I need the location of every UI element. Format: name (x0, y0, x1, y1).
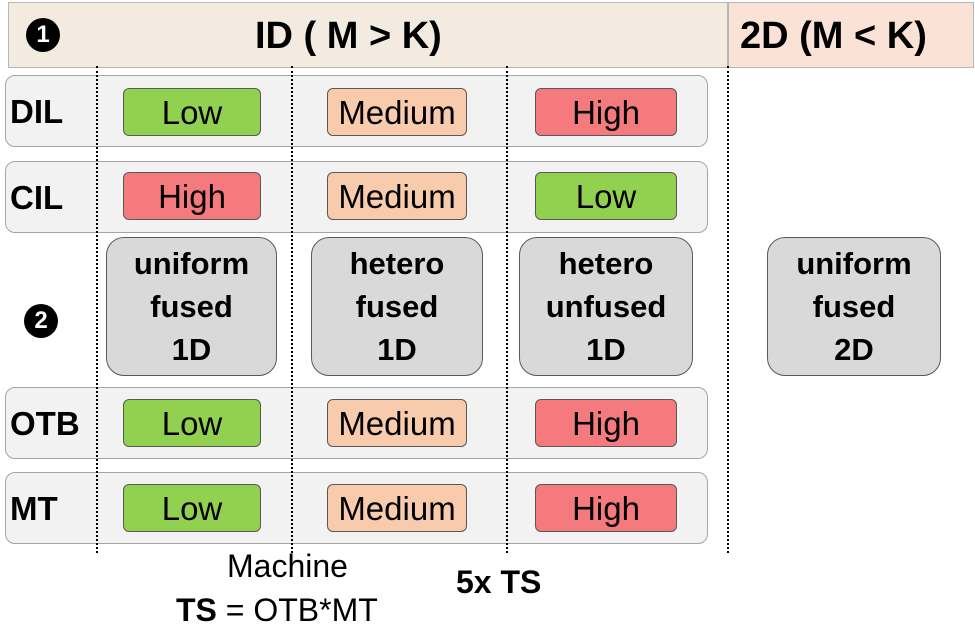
level-pill: Low (123, 484, 261, 532)
column-divider (727, 66, 729, 553)
row-label-otb: OTB (10, 405, 80, 442)
kernel-line: unfused (545, 289, 667, 324)
kernel-line: fused (150, 289, 233, 324)
footer-5x-ts: 5x TS (456, 564, 542, 600)
kernel-uniform-fused-2d: uniform fused 2D (767, 237, 941, 376)
level-pill: High (535, 399, 677, 447)
level-pill: Low (123, 399, 261, 447)
kernel-line: uniform (133, 246, 250, 281)
column-divider (96, 66, 98, 553)
footer-machine-label: Machine (227, 548, 348, 584)
level-pill: Medium (327, 399, 467, 447)
footer-ts-abbrev: TS (176, 592, 217, 628)
column-divider (506, 66, 508, 553)
kernel-line: 1D (171, 332, 212, 367)
row-label-dil: DIL (10, 93, 64, 130)
footer-ts-expression: = OTB*MT (216, 592, 378, 628)
footer-ts-formula: TS = OTB*MT (176, 594, 378, 626)
kernel-line: 1D (586, 332, 626, 367)
header-1d-title: ID ( M > K) (255, 15, 442, 57)
row-label-mt: MT (10, 490, 58, 527)
kernel-line: fused (355, 289, 439, 324)
kernel-line: hetero (349, 246, 445, 281)
step-1-badge: 1 (26, 18, 60, 52)
kernel-line: fused (812, 289, 896, 324)
level-pill: Medium (327, 172, 467, 220)
level-pill: Medium (327, 484, 467, 532)
kernel-line: 1D (377, 332, 417, 367)
column-divider (291, 66, 293, 553)
header-2d (728, 2, 974, 68)
level-pill: Medium (327, 88, 467, 136)
kernel-line: uniform (796, 246, 912, 281)
header-1d (8, 2, 728, 68)
kernel-hetero-fused-1d: hetero fused 1D (311, 237, 483, 376)
level-pill: Low (535, 172, 677, 220)
kernel-line: 2D (834, 332, 874, 367)
header-2d-title: 2D (M < K) (740, 15, 927, 57)
level-pill: High (123, 172, 261, 220)
level-pill: High (535, 484, 677, 532)
row-label-cil: CIL (10, 179, 64, 216)
step-2-badge: 2 (24, 304, 58, 338)
kernel-hetero-unfused-1d: hetero unfused 1D (519, 237, 693, 376)
kernel-uniform-fused-1d: uniform fused 1D (106, 237, 277, 376)
kernel-line: hetero (558, 246, 654, 281)
level-pill: High (535, 88, 677, 136)
level-pill: Low (123, 88, 261, 136)
